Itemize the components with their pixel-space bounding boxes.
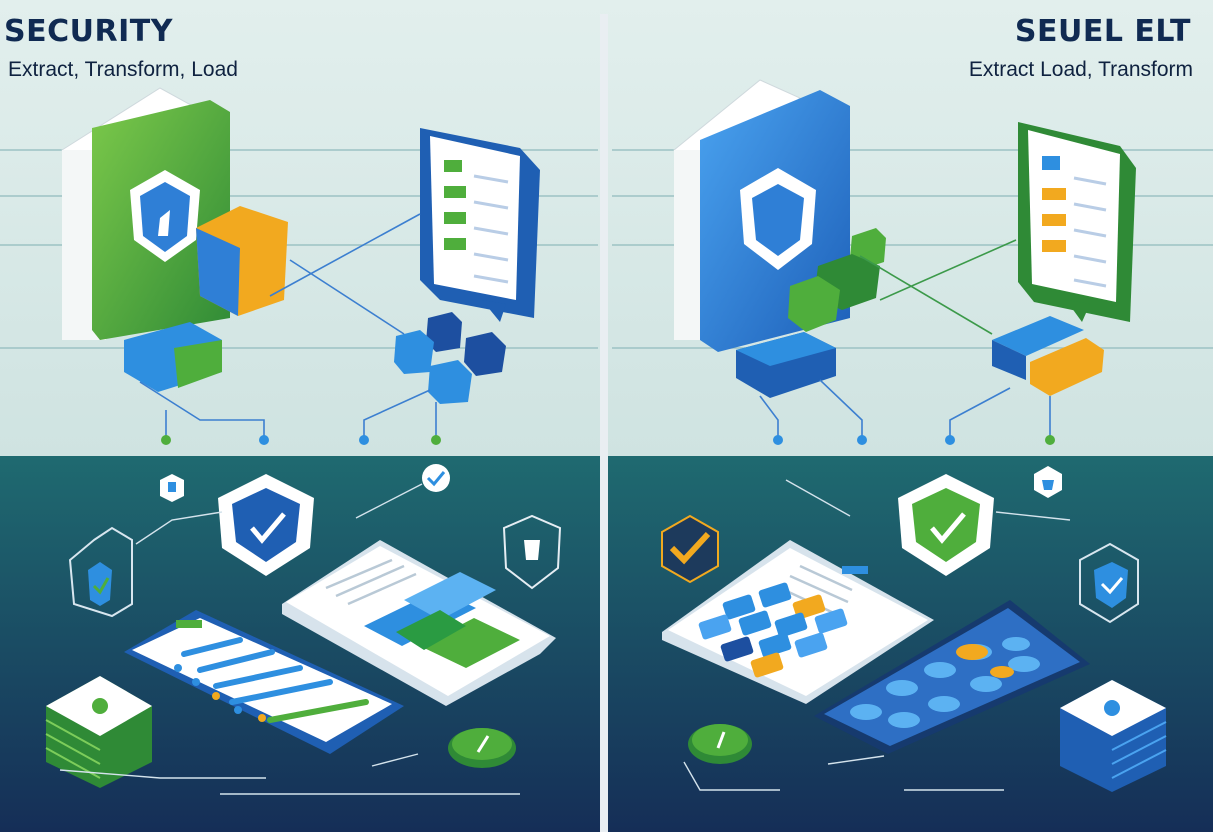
left-phone-list	[124, 610, 404, 754]
grid-tiles	[698, 582, 848, 678]
left-panel-title: SECURITY	[4, 14, 173, 49]
left-flow-lines	[139, 213, 437, 440]
left-data-vault	[61, 87, 230, 340]
left-panel-subtitle: Extract, Transform, Load	[8, 58, 238, 81]
right-small-shield-icon	[1079, 542, 1139, 624]
right-panel-title: SEUEL ELT	[1014, 14, 1191, 49]
left-transform-cubes	[394, 312, 506, 404]
right-tablet-grid	[662, 540, 934, 704]
center-divider	[600, 14, 608, 832]
left-server-stack	[45, 676, 152, 788]
left-small-hex-icon	[68, 526, 133, 618]
left-small-shield-icon	[502, 514, 562, 590]
right-data-vault	[673, 79, 850, 352]
right-shield-badge	[898, 474, 994, 576]
right-green-toggle	[688, 724, 752, 764]
right-report-card	[1018, 122, 1136, 322]
left-cube-orange	[196, 206, 288, 316]
right-flow-lines	[859, 239, 1017, 335]
left-green-toggle	[448, 728, 516, 768]
left-extract-block	[124, 322, 222, 392]
right-vertical-lines	[759, 379, 1051, 440]
right-panel-subtitle: Extract Load, Transform	[968, 58, 1193, 81]
left-report-card	[420, 128, 540, 322]
left-shield-badge	[218, 474, 314, 576]
left-check-circle-icon	[422, 464, 450, 492]
right-connector-dots	[773, 435, 1055, 445]
left-bottom-flow-lines	[59, 483, 520, 795]
right-hex-badge-icon	[1034, 466, 1062, 498]
left-tablet-chart	[282, 540, 556, 706]
right-bottom-flow-lines	[683, 479, 1071, 791]
right-server-stack	[1060, 680, 1167, 792]
right-phone-keypad	[814, 600, 1090, 754]
right-check-hex-icon	[661, 514, 719, 584]
left-lock-icon	[160, 474, 184, 502]
right-load-block	[736, 332, 836, 398]
left-connector-dots	[161, 435, 441, 445]
right-green-blocks	[788, 228, 886, 332]
right-transform-blocks	[992, 316, 1104, 396]
